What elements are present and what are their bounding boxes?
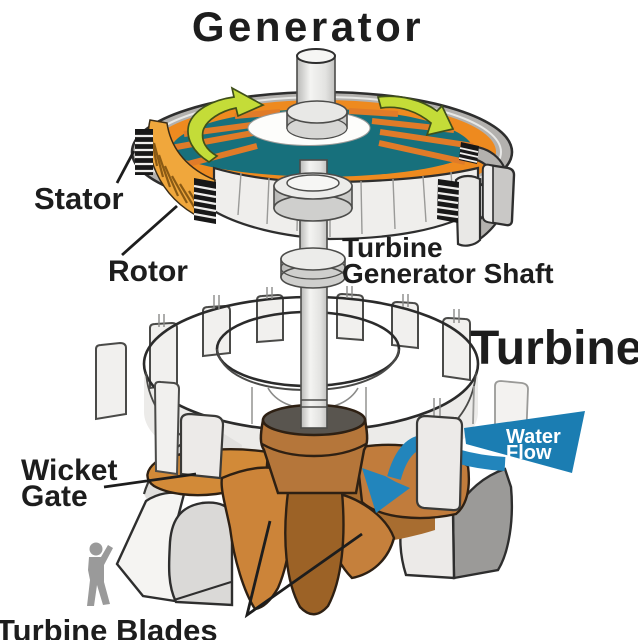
svg-text:Turbine Blades: Turbine Blades [0, 613, 218, 640]
svg-text:Rotor: Rotor [108, 255, 188, 288]
svg-text:Flow: Flow [506, 442, 552, 464]
svg-text:Gate: Gate [21, 480, 88, 513]
svg-text:Generator: Generator [192, 3, 424, 50]
svg-text:Turbine: Turbine [342, 232, 443, 263]
svg-text:Generator Shaft: Generator Shaft [342, 258, 554, 289]
svg-text:Wicket: Wicket [21, 454, 117, 487]
svg-text:Stator: Stator [34, 181, 124, 216]
svg-text:Turbine: Turbine [470, 322, 638, 375]
svg-text:Water: Water [506, 426, 561, 448]
